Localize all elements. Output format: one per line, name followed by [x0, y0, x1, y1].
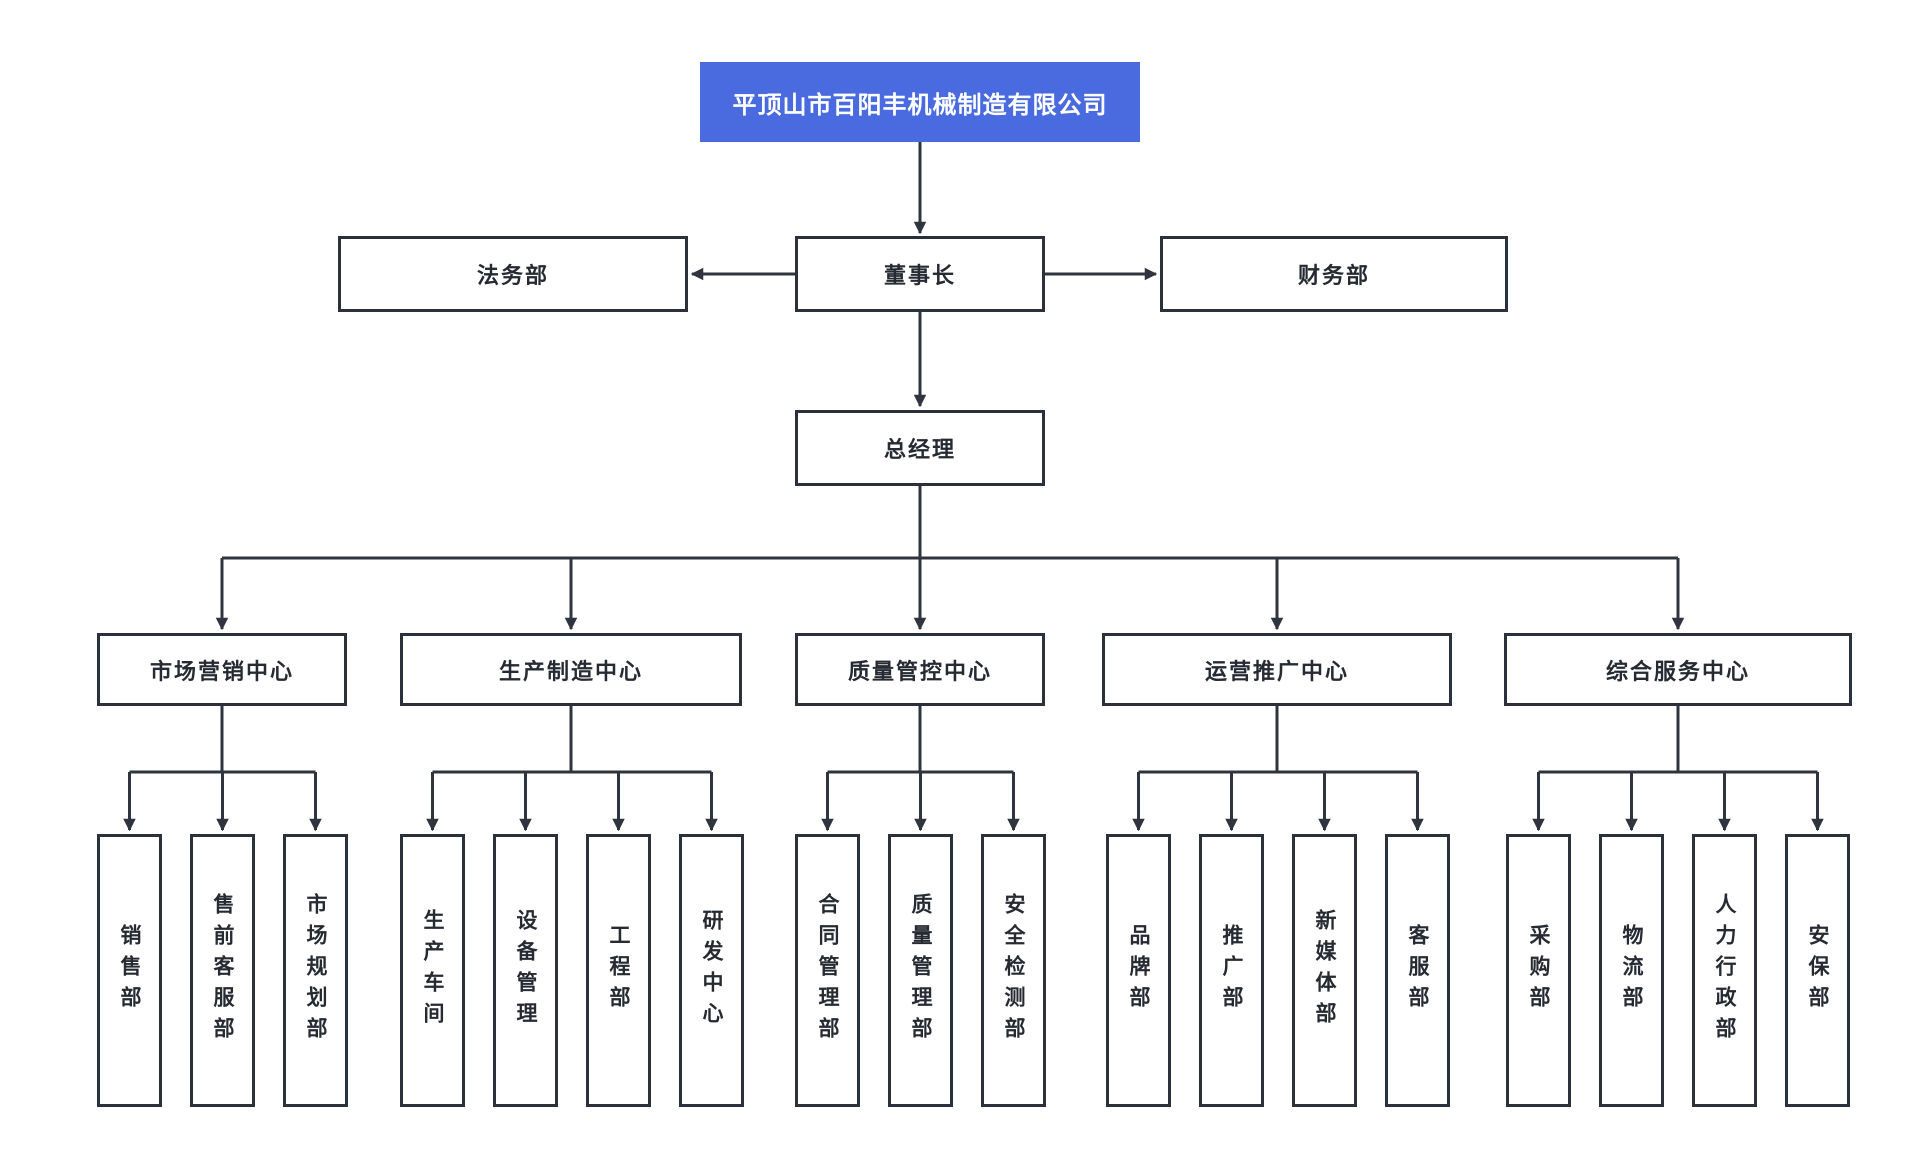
org-node-center-marketing: 市场营销中心 — [97, 633, 347, 706]
department-label: 市场规划部 — [304, 893, 327, 1048]
department-label: 研发中心 — [700, 908, 723, 1033]
org-node-dept-promotion: 推广部 — [1199, 834, 1264, 1107]
department-label: 设备管理 — [514, 908, 537, 1033]
org-node-center-operations: 运营推广中心 — [1102, 633, 1452, 706]
org-node-dept-safety-inspection: 安全检测部 — [981, 834, 1046, 1107]
org-node-dept-presales-service: 售前客服部 — [190, 834, 255, 1107]
org-node-general-manager: 总经理 — [795, 410, 1045, 486]
org-node-center-general-services: 综合服务中心 — [1504, 633, 1852, 706]
department-label: 质量管理部 — [909, 893, 932, 1048]
org-node-dept-procurement: 采购部 — [1506, 834, 1571, 1107]
org-node-dept-sales: 销售部 — [97, 834, 162, 1107]
org-node-dept-quality-management: 质量管理部 — [888, 834, 953, 1107]
department-label: 品牌部 — [1127, 924, 1150, 1017]
org-node-chairman: 董事长 — [795, 236, 1045, 312]
org-node-center-production: 生产制造中心 — [400, 633, 742, 706]
department-label: 推广部 — [1220, 924, 1243, 1017]
org-node-dept-market-planning: 市场规划部 — [283, 834, 348, 1107]
org-node-legal-dept: 法务部 — [338, 236, 688, 312]
department-label: 新媒体部 — [1313, 908, 1336, 1033]
department-label: 合同管理部 — [816, 893, 839, 1048]
org-node-dept-security: 安保部 — [1785, 834, 1850, 1107]
org-node-dept-logistics: 物流部 — [1599, 834, 1664, 1107]
department-label: 物流部 — [1620, 924, 1643, 1017]
org-node-dept-new-media: 新媒体部 — [1292, 834, 1357, 1107]
org-node-dept-customer-service: 客服部 — [1385, 834, 1450, 1107]
org-node-finance-dept: 财务部 — [1160, 236, 1508, 312]
org-node-dept-production-workshop: 生产车间 — [400, 834, 465, 1107]
department-label: 生产车间 — [421, 908, 444, 1033]
department-label: 采购部 — [1527, 924, 1550, 1017]
department-label: 人力行政部 — [1713, 893, 1736, 1048]
org-node-dept-hr-admin: 人力行政部 — [1692, 834, 1757, 1107]
department-label: 安保部 — [1806, 924, 1829, 1017]
org-node-dept-brand: 品牌部 — [1106, 834, 1171, 1107]
org-node-dept-engineering: 工程部 — [586, 834, 651, 1107]
org-node-dept-equipment-management: 设备管理 — [493, 834, 558, 1107]
department-label: 销售部 — [118, 924, 141, 1017]
department-label: 工程部 — [607, 924, 630, 1017]
org-node-center-quality: 质量管控中心 — [795, 633, 1045, 706]
department-label: 安全检测部 — [1002, 893, 1025, 1048]
org-node-dept-rd-center: 研发中心 — [679, 834, 744, 1107]
department-label: 售前客服部 — [211, 893, 234, 1048]
org-node-company-root: 平顶山市百阳丰机械制造有限公司 — [700, 62, 1140, 142]
department-label: 客服部 — [1406, 924, 1429, 1017]
org-node-dept-contract-management: 合同管理部 — [795, 834, 860, 1107]
